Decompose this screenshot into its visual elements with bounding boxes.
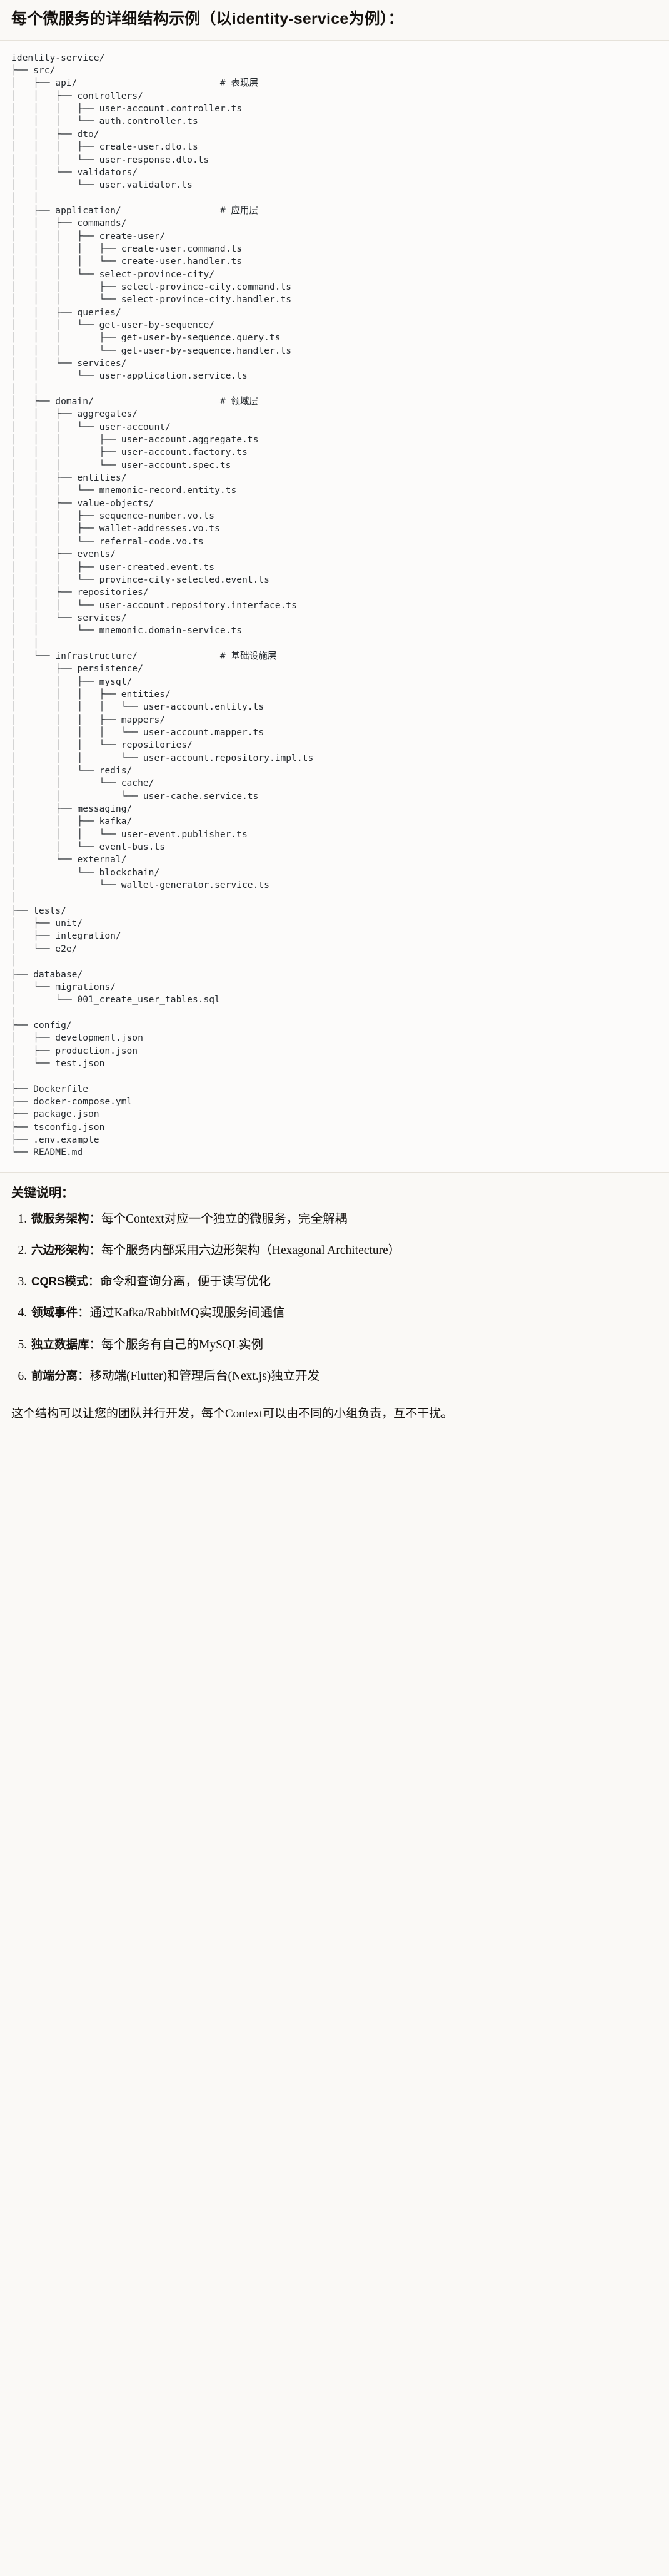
key-desc: ：每个服务有自己的MySQL实例 (89, 1338, 263, 1352)
key-desc: ：每个服务内部采用六边形架构（Hexagonal Architecture） (89, 1243, 401, 1257)
list-item: 前端分离：移动端(Flutter)和管理后台(Next.js)独立开发 (30, 1368, 658, 1385)
key-desc: ：每个Context对应一个独立的微服务，完全解耦 (89, 1212, 348, 1226)
key-term: 微服务架构 (31, 1211, 89, 1225)
key-term: 前端分离 (31, 1368, 78, 1382)
list-item: 微服务架构：每个Context对应一个独立的微服务，完全解耦 (30, 1211, 658, 1228)
list-item: 独立数据库：每个服务有自己的MySQL实例 (30, 1336, 658, 1354)
page-title: 每个微服务的详细结构示例（以identity-service为例）： (11, 10, 404, 28)
tree-divider (0, 1171, 669, 1173)
closing-paragraph: 这个结构可以让您的团队并行开发，每个Context可以由不同的小组负责，互不干扰… (11, 1407, 453, 1421)
list-item: CQRS模式：命令和查询分离，便于读写优化 (30, 1273, 658, 1291)
key-term: 领域事件 (31, 1306, 78, 1320)
key-term: CQRS模式 (31, 1275, 88, 1288)
list-item: 六边形架构：每个服务内部采用六边形架构（Hexagonal Architectu… (30, 1242, 658, 1260)
key-points-section: 关键说明： 微服务架构：每个Context对应一个独立的微服务，完全解耦 六边形… (0, 1173, 669, 1403)
key-points-title: 关键说明： (11, 1186, 74, 1200)
key-desc: ：通过Kafka/RabbitMQ实现服务间通信 (78, 1306, 285, 1320)
directory-tree: identity-service/ ├── src/ │ ├── api/ # … (11, 52, 314, 1158)
key-desc: ：移动端(Flutter)和管理后台(Next.js)独立开发 (78, 1369, 320, 1383)
heading-divider (0, 39, 669, 41)
key-term: 独立数据库 (31, 1337, 89, 1351)
key-points-list: 微服务架构：每个Context对应一个独立的微服务，完全解耦 六边形架构：每个服… (11, 1211, 658, 1386)
key-term: 六边形架构 (31, 1243, 89, 1256)
directory-tree-block: identity-service/ ├── src/ │ ├── api/ # … (0, 40, 669, 1172)
document-page: 每个微服务的详细结构示例（以identity-service为例）： ident… (0, 0, 669, 1436)
key-desc: ：命令和查询分离，便于读写优化 (88, 1275, 271, 1289)
list-item: 领域事件：通过Kafka/RabbitMQ实现服务间通信 (30, 1305, 658, 1322)
